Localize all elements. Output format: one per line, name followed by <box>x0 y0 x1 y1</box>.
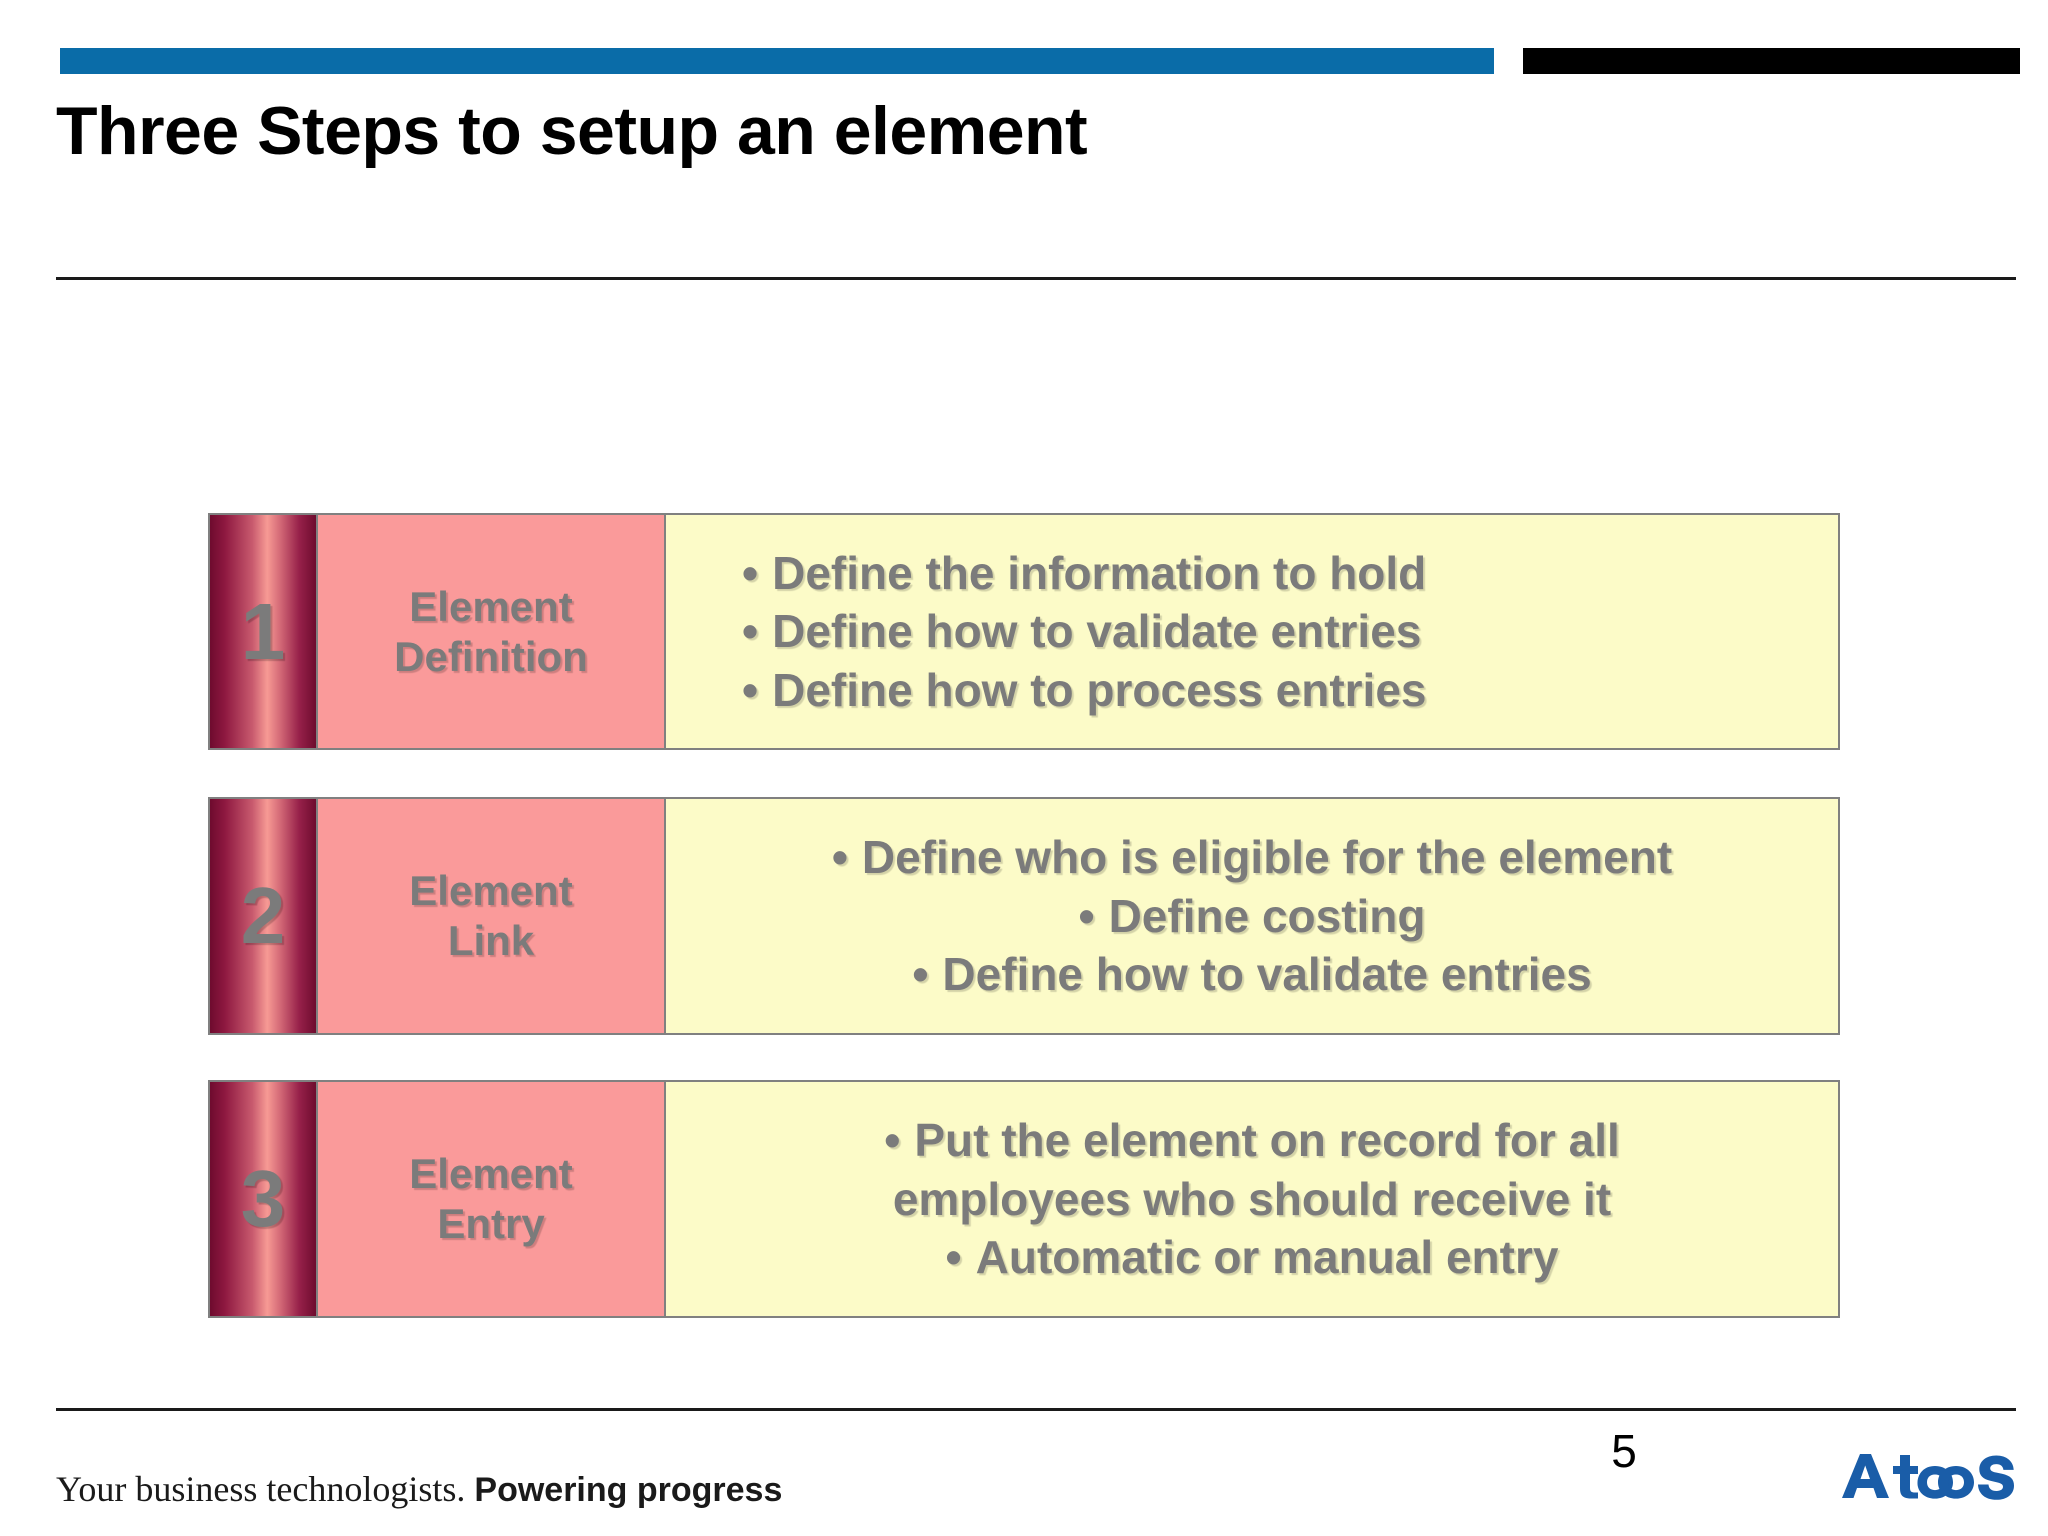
bullet-text: Define who is eligible for the element <box>861 831 1673 884</box>
step-label-cell-2: Element Link <box>318 799 666 1033</box>
step-row-2: 2 Element Link •Define who is eligible f… <box>208 797 1840 1035</box>
bullet-dot-icon: • <box>742 546 759 599</box>
bullet-dot-icon: • <box>884 1114 901 1167</box>
step-label-cell-1: Element Definition <box>318 515 666 748</box>
footer-divider <box>56 1408 2016 1411</box>
bullet-text: Define how to validate entries <box>772 605 1422 658</box>
step-label-line2: Entry <box>437 1200 545 1247</box>
step-label-line1: Element <box>409 867 573 915</box>
bullet-item: •Define how to validate entries <box>694 945 1810 1003</box>
bullet-item: •Put the element on record for all <box>694 1111 1810 1169</box>
step-number-3: 3 <box>240 1154 286 1243</box>
title-divider <box>56 277 2016 280</box>
bullet-text: Put the element on record for all <box>914 1114 1620 1167</box>
step-label-cell-3: Element Entry <box>318 1082 666 1316</box>
bullet-dot-icon: • <box>831 831 848 884</box>
bullet-text: Define costing <box>1108 889 1426 942</box>
step-label-1: Element Definition <box>394 582 588 681</box>
atos-logo <box>1838 1448 2020 1506</box>
bullet-item: •Automatic or manual entry <box>694 1228 1810 1286</box>
bullet-item-continuation: employees who should receive it <box>694 1170 1810 1228</box>
header-blue-bar <box>60 48 1494 74</box>
step-label-line1: Element <box>409 1150 573 1198</box>
step-label-3: Element Entry <box>409 1149 572 1248</box>
bullet-item: •Define how to process entries <box>742 661 1427 719</box>
bullet-text: employees who should receive it <box>892 1172 1612 1225</box>
bullet-item: •Define how to validate entries <box>742 602 1421 660</box>
bullet-item: •Define who is eligible for the element <box>694 828 1810 886</box>
step-label-line1: Element <box>409 582 573 630</box>
bullet-dot-icon: • <box>1078 889 1095 942</box>
step-row-1: 1 Element Definition •Define the informa… <box>208 513 1840 750</box>
step-label-line2: Link <box>447 917 535 964</box>
step-bullets-2: •Define who is eligible for the element … <box>666 799 1838 1033</box>
page-title: Three Steps to setup an element <box>56 93 1088 169</box>
bullet-item: •Define costing <box>694 887 1810 945</box>
header-black-bar <box>1523 48 2020 74</box>
bullet-text: Define the information to hold <box>772 546 1427 599</box>
bullet-item: •Define the information to hold <box>742 544 1426 602</box>
step-label-2: Element Link <box>409 866 572 965</box>
bullet-text: Define how to validate entries <box>942 948 1592 1001</box>
step-number-strip-3: 3 <box>210 1082 318 1316</box>
step-number-2: 2 <box>240 871 286 960</box>
bullet-text: Define how to process entries <box>772 663 1427 716</box>
bullet-dot-icon: • <box>912 948 929 1001</box>
step-row-3: 3 Element Entry •Put the element on reco… <box>208 1080 1840 1318</box>
step-number-1: 1 <box>240 586 286 676</box>
step-label-line2: Definition <box>394 632 588 680</box>
footer-tagline: Your business technologists. Powering pr… <box>56 1468 782 1510</box>
page-number: 5 <box>1611 1425 1637 1477</box>
bullet-dot-icon: • <box>945 1231 962 1284</box>
step-number-strip-2: 2 <box>210 799 318 1033</box>
tagline-bold: Powering progress <box>474 1471 783 1509</box>
tagline-light: Your business technologists. <box>56 1469 466 1509</box>
step-number-strip-1: 1 <box>210 515 318 748</box>
bullet-text: Automatic or manual entry <box>975 1231 1559 1284</box>
step-bullets-3: •Put the element on record for all emplo… <box>666 1082 1838 1316</box>
step-bullets-1: •Define the information to hold •Define … <box>666 515 1838 748</box>
bullet-dot-icon: • <box>742 605 759 658</box>
bullet-dot-icon: • <box>742 663 759 716</box>
